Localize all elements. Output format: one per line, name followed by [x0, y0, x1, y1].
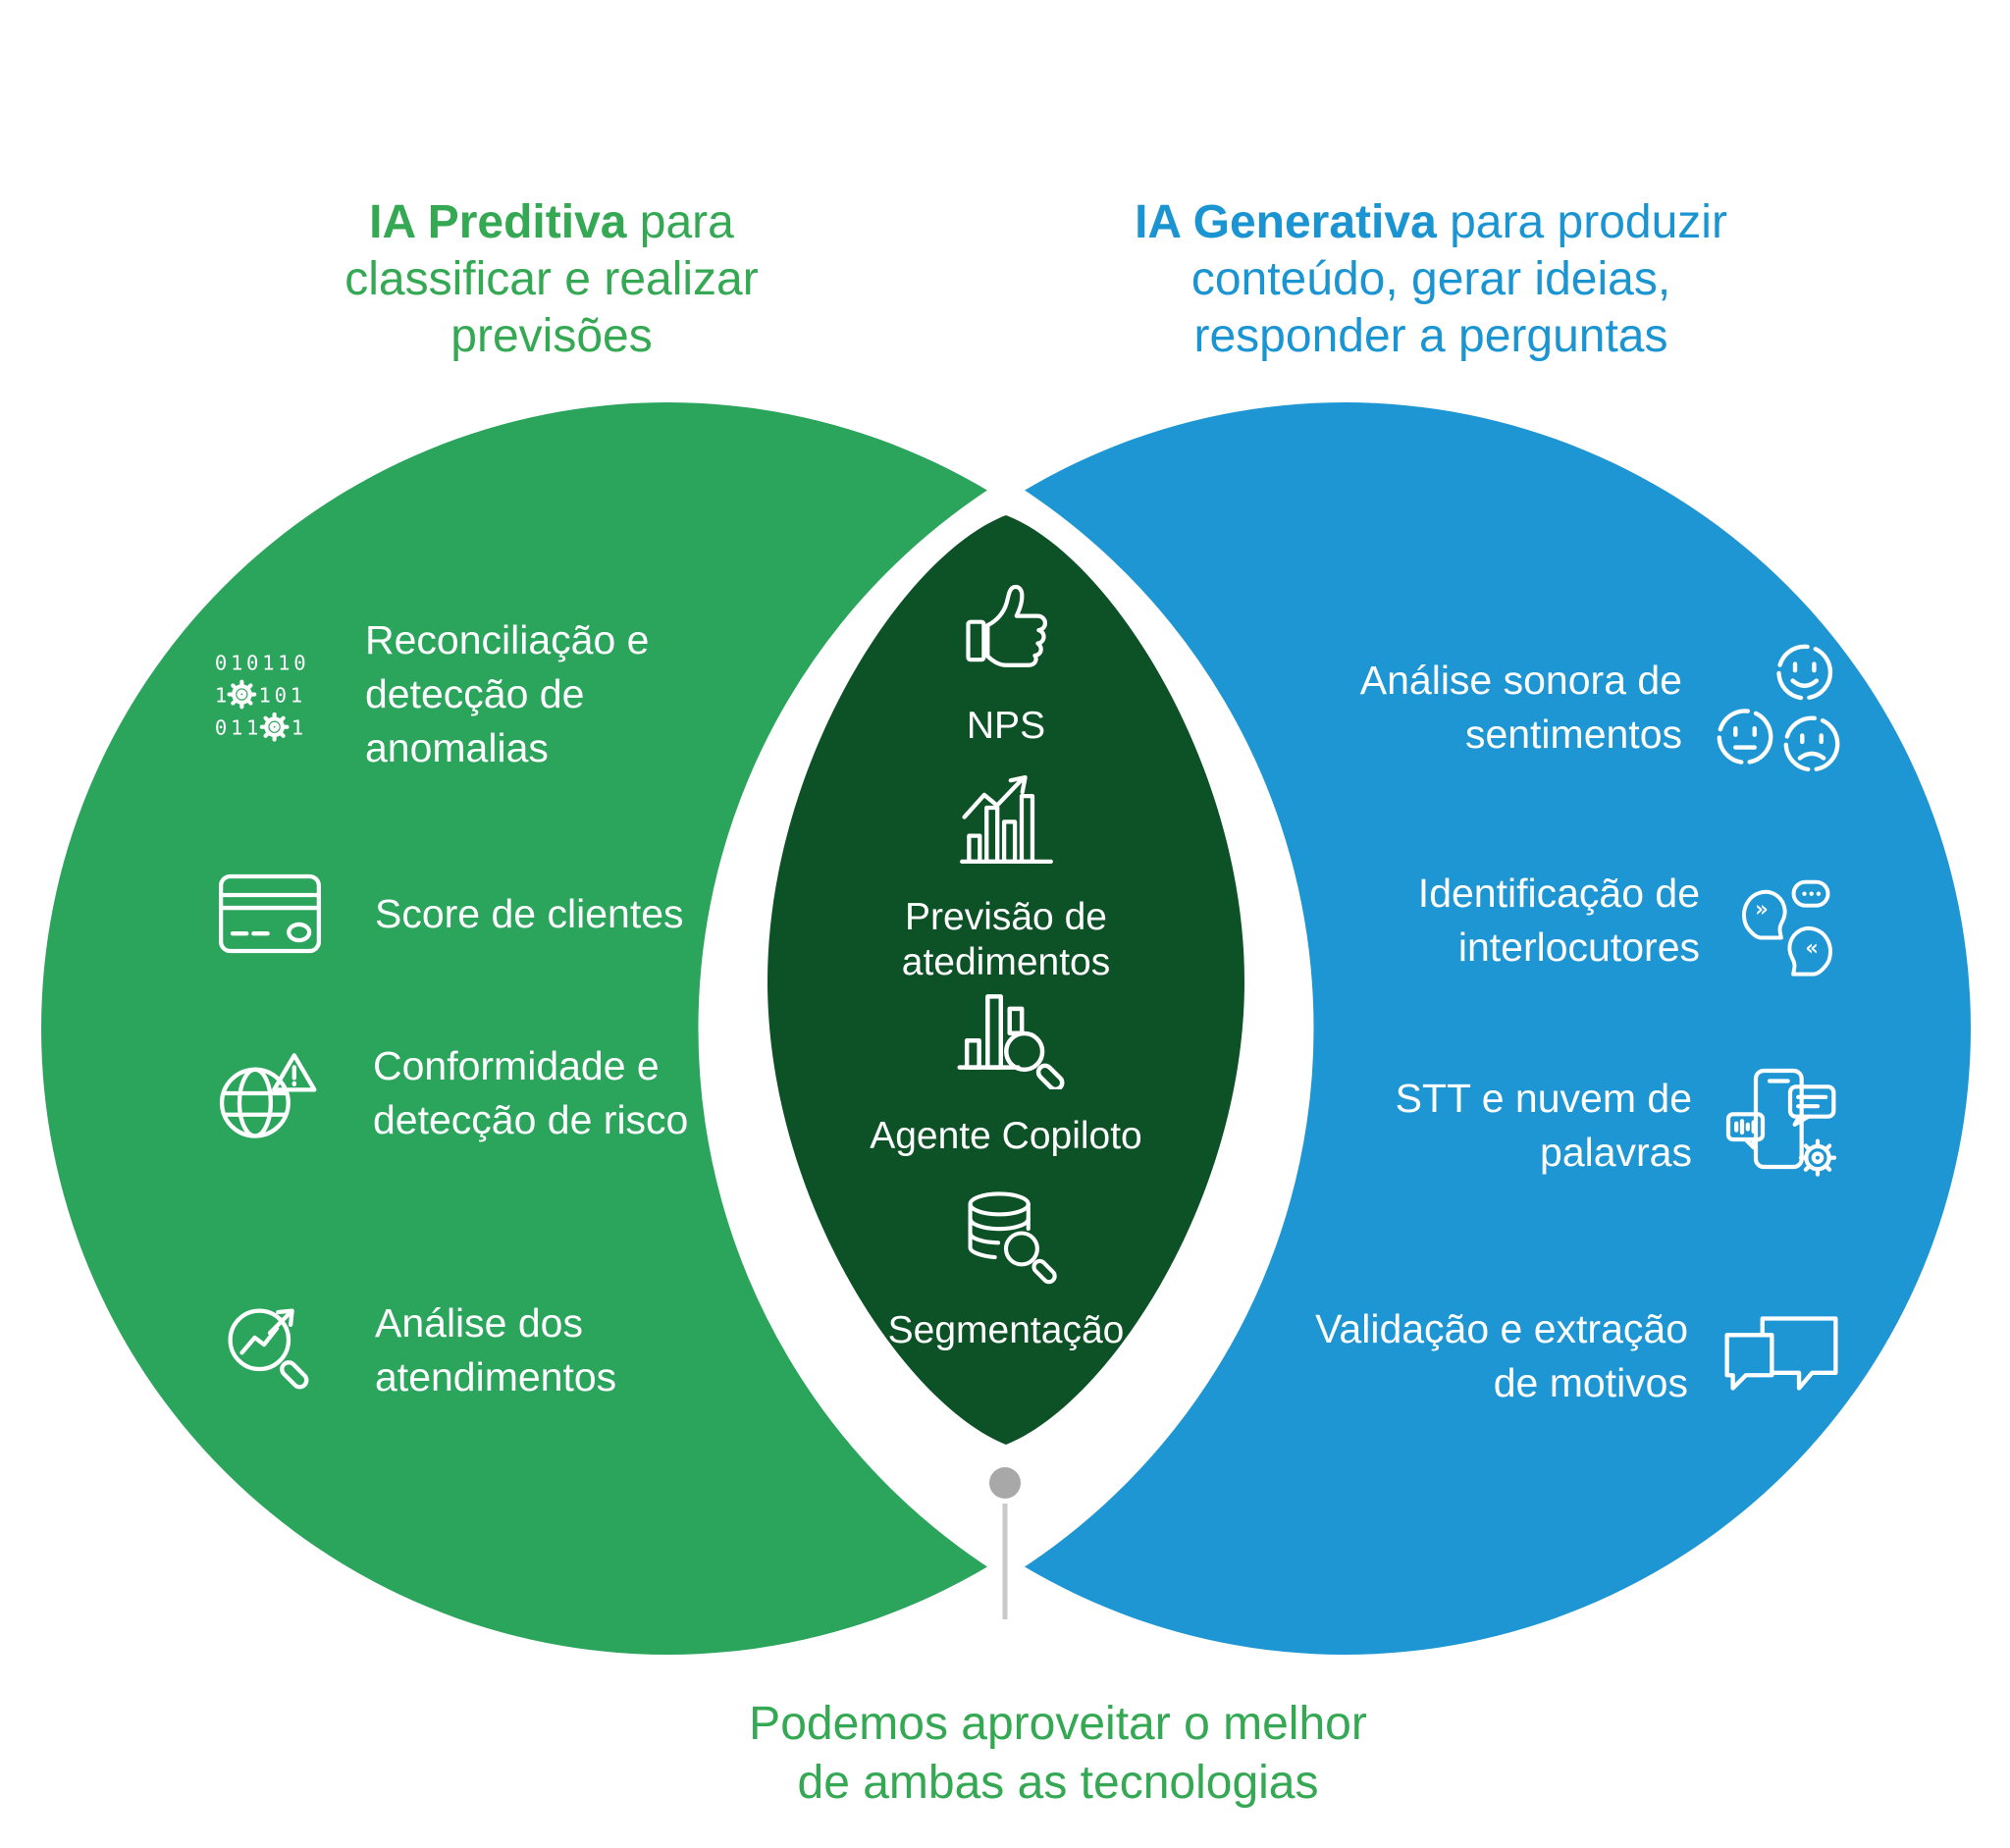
- chart-magnifier-icon: [214, 1294, 326, 1406]
- binary-gears-icon: 010110 1 101 011 1: [208, 645, 316, 744]
- predictive-title: IA Preditiva para classificar e realizar…: [208, 194, 895, 365]
- left-item-label: Score de clientes: [375, 890, 684, 936]
- svg-text:1: 1: [291, 715, 307, 739]
- left-item-analise-atendimentos: Análise dos atendimentos: [214, 1287, 803, 1414]
- intersection-lens: [767, 515, 1244, 1445]
- sentiment-faces-icon: [1712, 639, 1845, 777]
- right-item-stt: STT e nuvem de palavras: [1237, 1052, 1845, 1199]
- generative-title-line1: IA Generativa para produzir: [1087, 194, 1774, 251]
- database-search-icon: [790, 1181, 1222, 1296]
- right-item-label: Validação e extração de motivos: [1315, 1306, 1688, 1405]
- caption-line1: Podemos aproveitar o melhor: [749, 1698, 1367, 1750]
- svg-text:011: 011: [215, 715, 262, 739]
- center-item-label: NPS: [966, 705, 1046, 747]
- generative-title-line2: conteúdo, gerar ideias,: [1190, 253, 1671, 305]
- generative-title: IA Generativa para produzir conteúdo, ge…: [1087, 194, 1774, 365]
- right-item-label: Identificação de interlocutores: [1417, 871, 1700, 970]
- center-item-previsao: Previsão de atedimentos: [790, 759, 1222, 985]
- bar-chart-growth-icon: [790, 759, 1222, 879]
- svg-text:»: »: [1755, 898, 1768, 923]
- predictive-title-rest: para: [626, 196, 734, 248]
- predictive-title-line1: IA Preditiva para: [208, 194, 895, 251]
- center-item-label: Previsão de atedimentos: [901, 896, 1111, 983]
- stt-phone-icon: [1721, 1064, 1845, 1188]
- svg-text:1: 1: [215, 683, 231, 707]
- right-item-sentimentos: Análise sonora de sentimentos: [1237, 629, 1845, 786]
- left-item-label: Reconciliação e detecção de anomalias: [365, 616, 650, 770]
- caption-line2: de ambas as tecnologias: [797, 1757, 1319, 1809]
- svg-text:010110: 010110: [215, 651, 309, 674]
- center-item-label: Agente Copiloto: [870, 1115, 1142, 1157]
- left-item-reconciliacao: 010110 1 101 011 1 Reconciliação e detec…: [208, 610, 797, 777]
- center-item-nps: NPS: [790, 564, 1222, 749]
- caption: Podemos aproveitar o melhor de ambas as …: [714, 1695, 1402, 1813]
- connector-dot: [989, 1467, 1021, 1499]
- right-item-label: STT e nuvem de palavras: [1395, 1076, 1692, 1175]
- center-item-segmentacao: Segmentação: [790, 1181, 1222, 1353]
- generative-title-line3: responder a perguntas: [1193, 310, 1668, 362]
- credit-card-icon: [214, 865, 326, 963]
- globe-warning-icon: [210, 1036, 324, 1150]
- left-item-conformidade: Conformidade e detecção de risco: [210, 1030, 799, 1157]
- svg-text:«: «: [1806, 936, 1819, 961]
- generative-title-rest: para produzir: [1436, 196, 1727, 248]
- thumbs-up-icon: [790, 564, 1222, 688]
- right-item-validacao: Validação e extração de motivos: [1237, 1297, 1845, 1415]
- right-item-label: Análise sonora de sentimentos: [1359, 658, 1682, 757]
- interlocutors-icon: » «: [1729, 863, 1845, 978]
- generative-title-bold: IA Generativa: [1135, 196, 1437, 248]
- left-item-score-clientes: Score de clientes: [214, 865, 803, 963]
- right-item-interlocutores: Identificação de interlocutores » «: [1237, 857, 1845, 984]
- center-item-agente-copiloto: Agente Copiloto: [790, 979, 1222, 1159]
- predictive-title-bold: IA Preditiva: [369, 196, 627, 248]
- svg-text:101: 101: [259, 683, 306, 707]
- left-item-label: Conformidade e detecção de risco: [373, 1043, 689, 1142]
- center-item-label: Segmentação: [887, 1309, 1125, 1351]
- chat-bubbles-icon: [1718, 1311, 1845, 1401]
- predictive-title-line3: previsões: [450, 310, 653, 362]
- predictive-title-line2: classificar e realizar: [344, 253, 759, 305]
- left-item-label: Análise dos atendimentos: [375, 1300, 617, 1399]
- bars-search-icon: [790, 979, 1222, 1100]
